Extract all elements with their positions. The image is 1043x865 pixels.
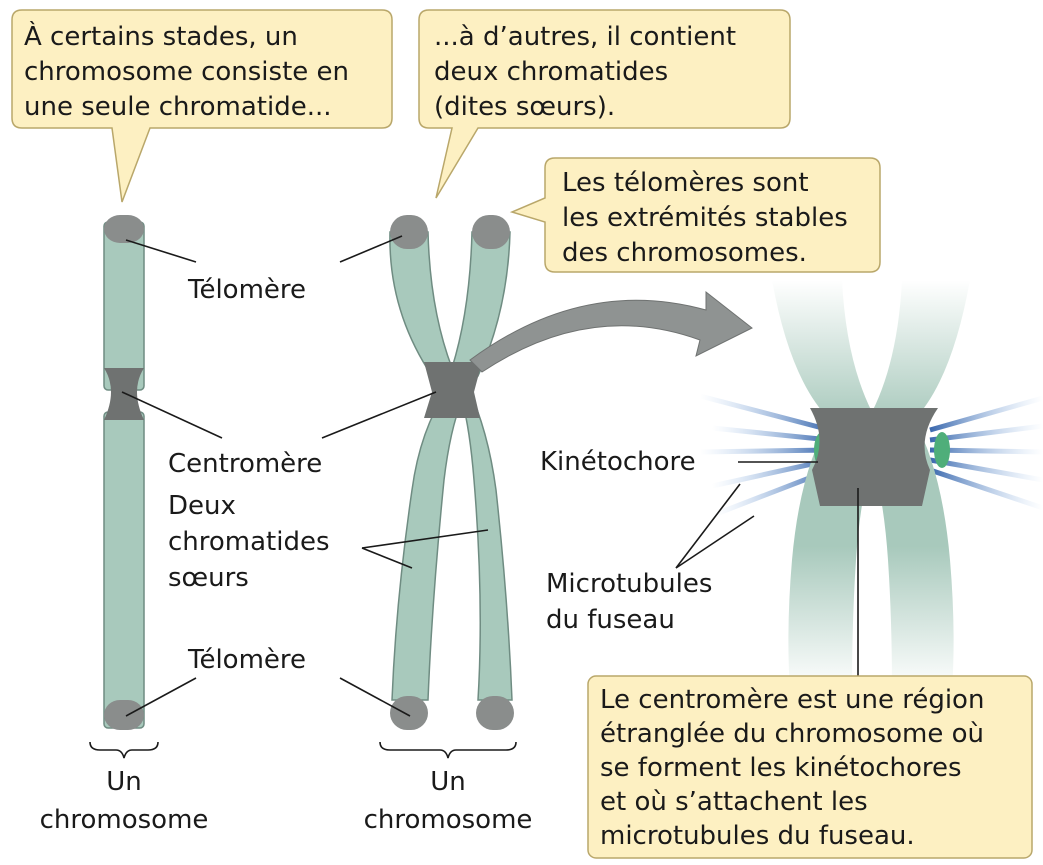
single-chromatid-chromosome [104, 215, 144, 730]
label-telomere-top: Télomère [187, 275, 306, 305]
callout-single-chromatid-line-1: À certains stades, un [24, 20, 298, 52]
label-sister-chromatids-line-2: chromatides [168, 527, 330, 557]
middle-telomere-bottom-left [390, 696, 428, 730]
callout-two-chromatids-line-2: deux chromatides [434, 57, 668, 87]
label-chromosome-left-line-2: chromosome [40, 805, 209, 835]
left-centromere [104, 368, 144, 420]
callout-telomeres-line-3: des chromosomes. [562, 238, 807, 268]
callout-centromere-line-4: et où s’attachent les [600, 787, 868, 817]
middle-centromere [424, 362, 482, 418]
label-telomere-bottom: Télomère [187, 645, 306, 675]
label-chromosome-right-line-2: chromosome [364, 805, 533, 835]
callout-telomeres: Les télomères sont les extrémités stable… [512, 158, 880, 272]
zoom-centromere [810, 408, 938, 506]
label-kinetochore: Kinétochore [540, 447, 696, 477]
middle-telomere-top-left [390, 215, 428, 249]
label-sister-chromatids-line-1: Deux [168, 491, 236, 521]
callout-telomeres-line-2: les extrémités stables [562, 203, 848, 233]
callout-centromere-line-1: Le centromère est une région [600, 685, 984, 715]
label-chromosome-left-line-1: Un [106, 767, 142, 797]
callout-two-chromatids-line-3: (dites sœurs). [434, 92, 615, 122]
zoom-arrow [470, 292, 752, 372]
two-chromatid-chromosome [390, 215, 514, 730]
callout-two-chromatids-line-1: ...à d’autres, il contient [434, 22, 736, 52]
middle-telomere-bottom-right [476, 696, 514, 730]
callout-centromere-line-5: microtubules du fuseau. [600, 821, 915, 851]
brace-right [380, 742, 516, 758]
left-telomere-top [104, 215, 144, 243]
brace-left [90, 742, 158, 758]
centromere-zoom [700, 280, 1043, 690]
callout-centromere-line-3: se forment les kinétochores [600, 753, 962, 783]
callout-centromere-line-2: étranglée du chromosome où [600, 719, 984, 749]
kinetochore-right [934, 432, 950, 468]
label-microtubules-line-2: du fuseau [546, 605, 675, 635]
callout-single-chromatid: À certains stades, un chromosome consist… [12, 10, 392, 202]
callout-single-chromatid-line-3: une seule chromatide... [24, 92, 332, 122]
label-microtubules-line-1: Microtubules [546, 569, 712, 599]
left-telomere-bottom [104, 700, 144, 730]
label-chromosome-right-line-1: Un [430, 767, 466, 797]
label-sister-chromatids-line-3: sœurs [168, 563, 249, 593]
callout-centromere: Le centromère est une région étranglée d… [588, 676, 1032, 858]
callout-single-chromatid-line-2: chromosome consiste en [24, 57, 349, 87]
middle-telomere-top-right [472, 215, 510, 249]
label-centromere: Centromère [168, 449, 322, 479]
callout-telomeres-line-1: Les télomères sont [562, 168, 809, 198]
